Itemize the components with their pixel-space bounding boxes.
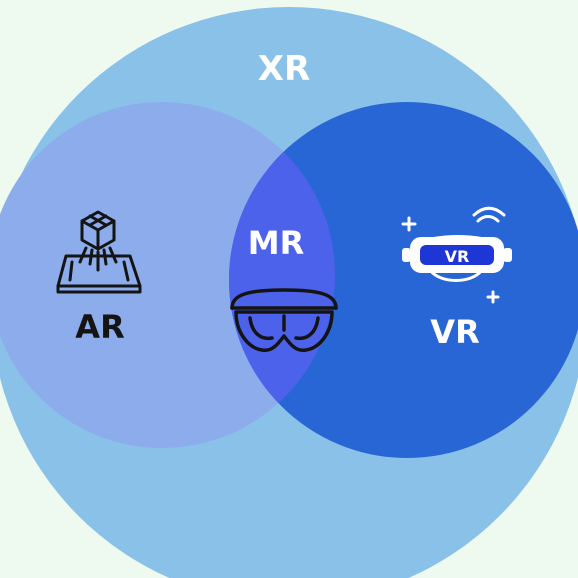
vr-headset-text: VR <box>445 247 470 266</box>
vr-circle <box>229 102 578 458</box>
vr-label: VR <box>430 313 479 351</box>
mr-headset-icon <box>230 288 338 353</box>
vr-headset-icon: VR <box>401 206 512 304</box>
ar-label: AR <box>75 308 124 346</box>
ar-hologram-icon <box>56 210 142 294</box>
mr-label: MR <box>248 224 304 262</box>
xr-label: XR <box>258 49 310 89</box>
